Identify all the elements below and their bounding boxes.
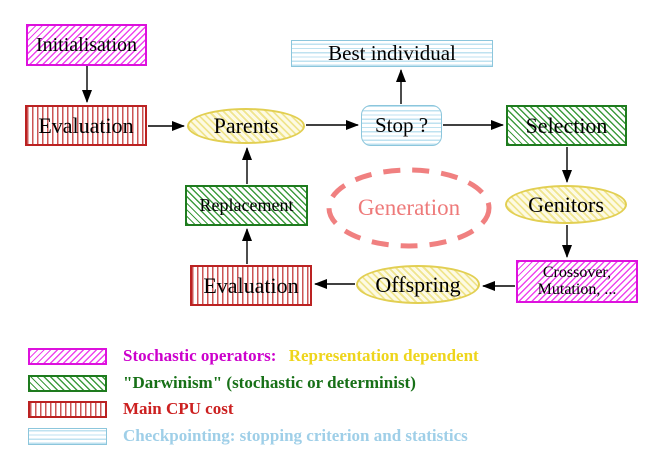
legend-label-stochastic: Stochastic operators: Representation dep… (123, 346, 479, 366)
node-best-individual: Best individual (291, 40, 493, 67)
legend-swatch-green-hatch (28, 374, 107, 392)
node-crossover-line1: Crossover, (542, 263, 612, 281)
legend-label-stochastic-main: Stochastic operators: (123, 346, 277, 365)
legend-swatch-cyan-hatch (28, 427, 107, 445)
node-stop: Stop ? (361, 105, 442, 146)
node-initialisation-label: Initialisation (35, 33, 138, 56)
node-evaluation-top: Evaluation (25, 105, 147, 146)
legend-label-checkpointing: Checkpointing: stopping criterion and st… (123, 426, 468, 445)
node-evaluation-bottom-label: Evaluation (203, 272, 299, 298)
legend-row-cpu-cost: Main CPU cost (28, 399, 233, 419)
node-replacement: Replacement (185, 185, 308, 226)
ellipse-offspring-label: Offspring (375, 271, 461, 297)
ellipse-offspring: Offspring (356, 265, 480, 304)
node-stop-label: Stop ? (374, 113, 429, 138)
ellipse-genitors-label: Genitors (528, 191, 604, 217)
legend-swatch-magenta-hatch (28, 347, 107, 365)
legend-row-darwinism: "Darwinism" (stochastic or determinist) (28, 373, 416, 393)
ellipse-genitors: Genitors (505, 185, 627, 224)
legend-row-checkpointing: Checkpointing: stopping criterion and st… (28, 426, 468, 446)
ellipse-parents-label: Parents (213, 113, 279, 139)
node-crossover-line2: Mutation, ... (537, 280, 617, 298)
legend-label-cpu-cost: Main CPU cost (123, 399, 234, 418)
node-selection-label: Selection (525, 112, 608, 138)
generation-label: Generation (357, 195, 461, 220)
ellipse-parents: Parents (187, 108, 305, 144)
legend-row-stochastic: Stochastic operators: Representation dep… (28, 346, 479, 366)
node-crossover-mutation: Crossover, Mutation, ... (516, 260, 638, 303)
node-selection: Selection (506, 105, 627, 146)
node-initialisation: Initialisation (26, 24, 147, 66)
node-evaluation-top-label: Evaluation (38, 112, 134, 138)
node-replacement-label: Replacement (199, 195, 294, 216)
legend-label-darwinism: "Darwinism" (stochastic or determinist) (123, 373, 416, 392)
legend-swatch-red-hatch (28, 400, 107, 418)
node-best-individual-label: Best individual (328, 41, 456, 66)
node-evaluation-bottom: Evaluation (190, 265, 312, 306)
legend-label-representation-dependent: Representation dependent (288, 346, 479, 365)
